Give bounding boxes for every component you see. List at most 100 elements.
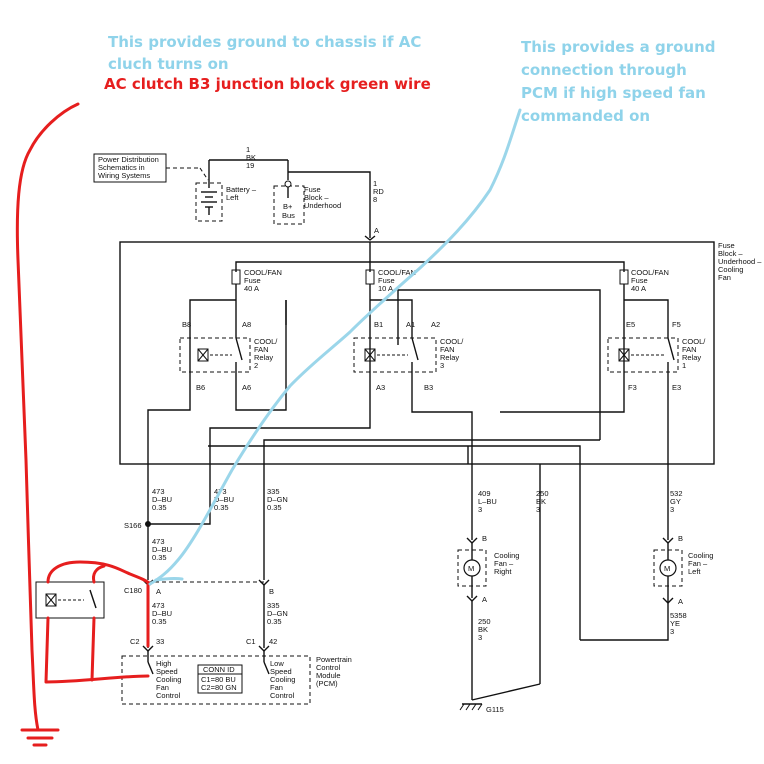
w473d-size: 0.35 (152, 617, 167, 626)
fanL-motor-symbol: M (664, 564, 670, 573)
pcm-module-3: Module (316, 671, 341, 680)
w250b-color: BK (478, 625, 488, 634)
rd8-color: RD (373, 187, 384, 196)
relay3-pin-a1: A1 (406, 320, 415, 329)
pcm-low-1: Low (270, 659, 284, 668)
rd8-size: 8 (373, 195, 377, 204)
relay3-label-4: 3 (440, 361, 444, 370)
w473d-color: D–BU (152, 609, 172, 618)
pds-label-2: Schematics in (98, 163, 145, 172)
fuse-box-label-4: Cooling (718, 265, 743, 274)
relay2-label-4: 2 (254, 361, 258, 370)
pcm-c1-pin: C1 (246, 637, 256, 646)
relay3-pin-a3: A3 (376, 383, 385, 392)
battery-label-2: Left (226, 193, 239, 202)
relay1-label-2: FAN (682, 345, 697, 354)
fanR-pin-b: B (482, 534, 487, 543)
w409-color: L–BU (478, 497, 497, 506)
pcm-high-1: High (156, 659, 171, 668)
w473c-num: 473 (152, 537, 165, 546)
red-hand-drawn-relay-circuit (15, 102, 152, 747)
pds-label-3: Wiring Systems (98, 171, 150, 180)
fanL-label-1: Cooling (688, 551, 713, 560)
bus-label: Bus (282, 211, 295, 220)
pcm-c1-num: 42 (269, 637, 277, 646)
relay3-label-1: COOL/ (440, 337, 464, 346)
pcm-low-4: Fan (270, 683, 283, 692)
w335b-num: 335 (267, 601, 280, 610)
relay2-pin-b8: B8 (182, 320, 191, 329)
conn-id-c1: C1=80 BU (201, 675, 236, 684)
w409-num: 409 (478, 489, 491, 498)
w473c-color: D–BU (152, 545, 172, 554)
relay1-pin-f3: F3 (628, 383, 637, 392)
conn-id-label: CONN ID (203, 665, 235, 674)
w335b-size: 0.35 (267, 617, 282, 626)
pcm-ground-note-line3: PCM if high speed fan (521, 84, 706, 102)
bk19-size: 19 (246, 161, 254, 170)
fuse-relay3: COOL/FAN Fuse 10 A (365, 268, 416, 293)
w335a-color: D–GN (267, 495, 288, 504)
w532-size: 3 (670, 505, 674, 514)
relay3-label-3: Relay (440, 353, 459, 362)
fuse-box-label-5: Fan (718, 273, 731, 282)
pcm-ground-note-line1: This provides a ground (521, 38, 716, 56)
w250a-color: BK (536, 497, 546, 506)
cooling-fan-right: B M A Cooling Fan – Right (457, 534, 519, 604)
fanR-label-2: Fan – (494, 559, 514, 568)
fuse1-label-1: COOL/FAN (244, 268, 282, 277)
relay1-pin-e3: E3 (672, 383, 681, 392)
ac-clutch-note: AC clutch B3 junction block green wire (104, 75, 431, 93)
relay1-pin-f5: F5 (672, 320, 681, 329)
w473b-color: D–BU (214, 495, 234, 504)
fanL-label-2: Fan – (688, 559, 708, 568)
w335a-size: 0.35 (267, 503, 282, 512)
fanR-label-1: Cooling (494, 551, 519, 560)
c180-label: C180 (124, 586, 142, 595)
pcm-module-1: Powertrain (316, 655, 352, 664)
relay2-pin-a8: A8 (242, 320, 251, 329)
w473a-color: D–BU (152, 495, 172, 504)
w473c-size: 0.35 (152, 553, 167, 562)
fanR-motor-symbol: M (468, 564, 474, 573)
relay1-pin-e5: E5 (626, 320, 635, 329)
relay2-label-3: Relay (254, 353, 273, 362)
c180-pin-a: A (156, 587, 161, 596)
blue-hand-drawn-ground-path (148, 108, 522, 586)
pcm-c2-num: 33 (156, 637, 164, 646)
ground-g115: G115 (459, 683, 541, 714)
fuse-box-label-2: Block – (718, 249, 743, 258)
fuse-box-label-3: Underhood – (718, 257, 762, 266)
fuse-relay1: COOL/FAN Fuse 40 A (619, 268, 669, 293)
pcm-c2-pin: C2 (130, 637, 140, 646)
pcm-high-3: Cooling (156, 675, 181, 684)
fuse1-label-3: 40 A (244, 284, 259, 293)
fanR-pin-a: A (482, 595, 487, 604)
fuse3-label-3: 40 A (631, 284, 646, 293)
w250b-num: 250 (478, 617, 491, 626)
w532-num: 532 (670, 489, 683, 498)
w250a-size: 3 (536, 505, 540, 514)
pcm-low-5: Control (270, 691, 295, 700)
fuse1-label-2: Fuse (244, 276, 261, 285)
relay2-pin-b6: B6 (196, 383, 205, 392)
fuse2-label-2: Fuse (378, 276, 395, 285)
fuseblock-label-1: Fuse (304, 185, 321, 194)
relay1-label-4: 1 (682, 361, 686, 370)
fanL-label-3: Left (688, 567, 701, 576)
bk19-color: BK (246, 153, 256, 162)
cool-fan-relay-1: E5 F5 F3 E3 COOL/ FAN Relay 1 (607, 320, 706, 392)
w250b-size: 3 (478, 633, 482, 642)
pds-label-1: Power Distribution (98, 155, 159, 164)
relay2-label-2: FAN (254, 345, 269, 354)
ground-label: G115 (486, 705, 504, 714)
fanR-label-3: Right (494, 567, 512, 576)
cooling-fan-left: B M A Cooling Fan – Left (653, 534, 713, 606)
bk19-circuit: 1 (246, 145, 250, 154)
relay1-label-3: Relay (682, 353, 701, 362)
w473d-num: 473 (152, 601, 165, 610)
fuse2-label-1: COOL/FAN (378, 268, 416, 277)
relay2-pin-a6: A6 (242, 383, 251, 392)
pcm-ground-note-line4: commanded on (521, 107, 651, 125)
fuse2-label-3: 10 A (378, 284, 393, 293)
